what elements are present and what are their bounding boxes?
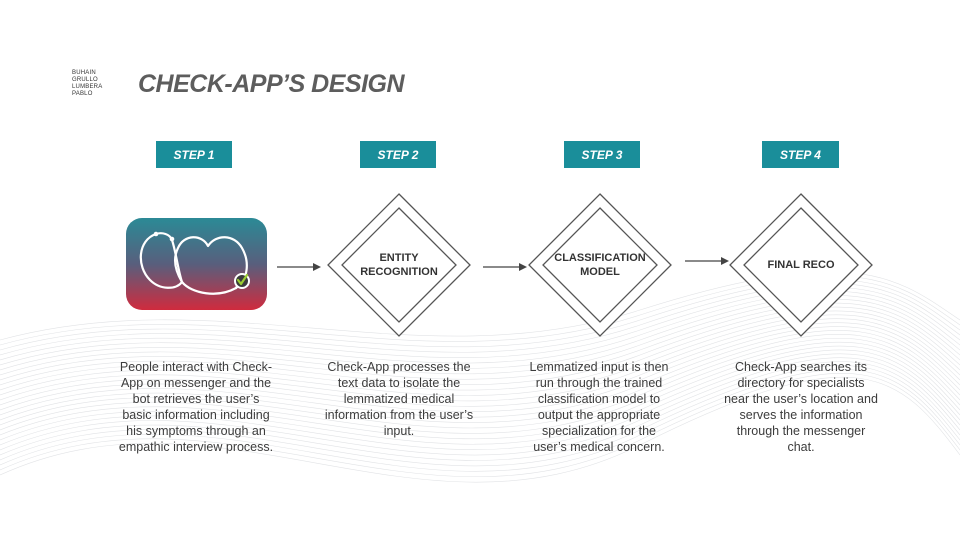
step-2-box-label: ENTITY RECOGNITION	[360, 252, 438, 278]
step-4-box-label: FINAL RECO	[767, 259, 835, 271]
step-3-badge: STEP 3	[564, 141, 640, 168]
step-3-box-label: CLASSIFICATION MODEL	[554, 252, 646, 278]
step-4-diamond: FINAL RECO	[728, 192, 874, 338]
author-list: BUHAIN GRULLO LUMBERA PABLO	[72, 70, 102, 98]
step-2-description: Check-App processes the text data to iso…	[324, 360, 474, 438]
arrow-right-icon	[277, 263, 321, 271]
step-1-description: People interact with Check-App on messen…	[118, 360, 274, 454]
app-icon-label: Check App	[59, 42, 105, 52]
author-name: PABLO	[72, 91, 93, 97]
page-title: CHECK-APP’S DESIGN	[138, 70, 405, 98]
step-4-badge: STEP 4	[762, 141, 839, 168]
author-name: BUHAIN	[72, 70, 96, 76]
step-2-diamond: ENTITY RECOGNITION	[326, 192, 472, 338]
arrow-right-icon	[685, 257, 729, 265]
arrow-right-icon	[483, 263, 527, 271]
check-app-icon	[126, 218, 267, 310]
step-1-badge: STEP 1	[156, 141, 232, 168]
author-name: LUMBERA	[72, 84, 103, 90]
step-4-description: Check-App searches its directory for spe…	[724, 360, 878, 454]
step-3-diamond: CLASSIFICATION MODEL	[527, 192, 673, 338]
step-3-description: Lemmatized input is then run through the…	[529, 360, 669, 454]
step-2-badge: STEP 2	[360, 141, 436, 168]
author-name: GRULLO	[72, 77, 98, 83]
check-mark-icon	[236, 273, 249, 286]
